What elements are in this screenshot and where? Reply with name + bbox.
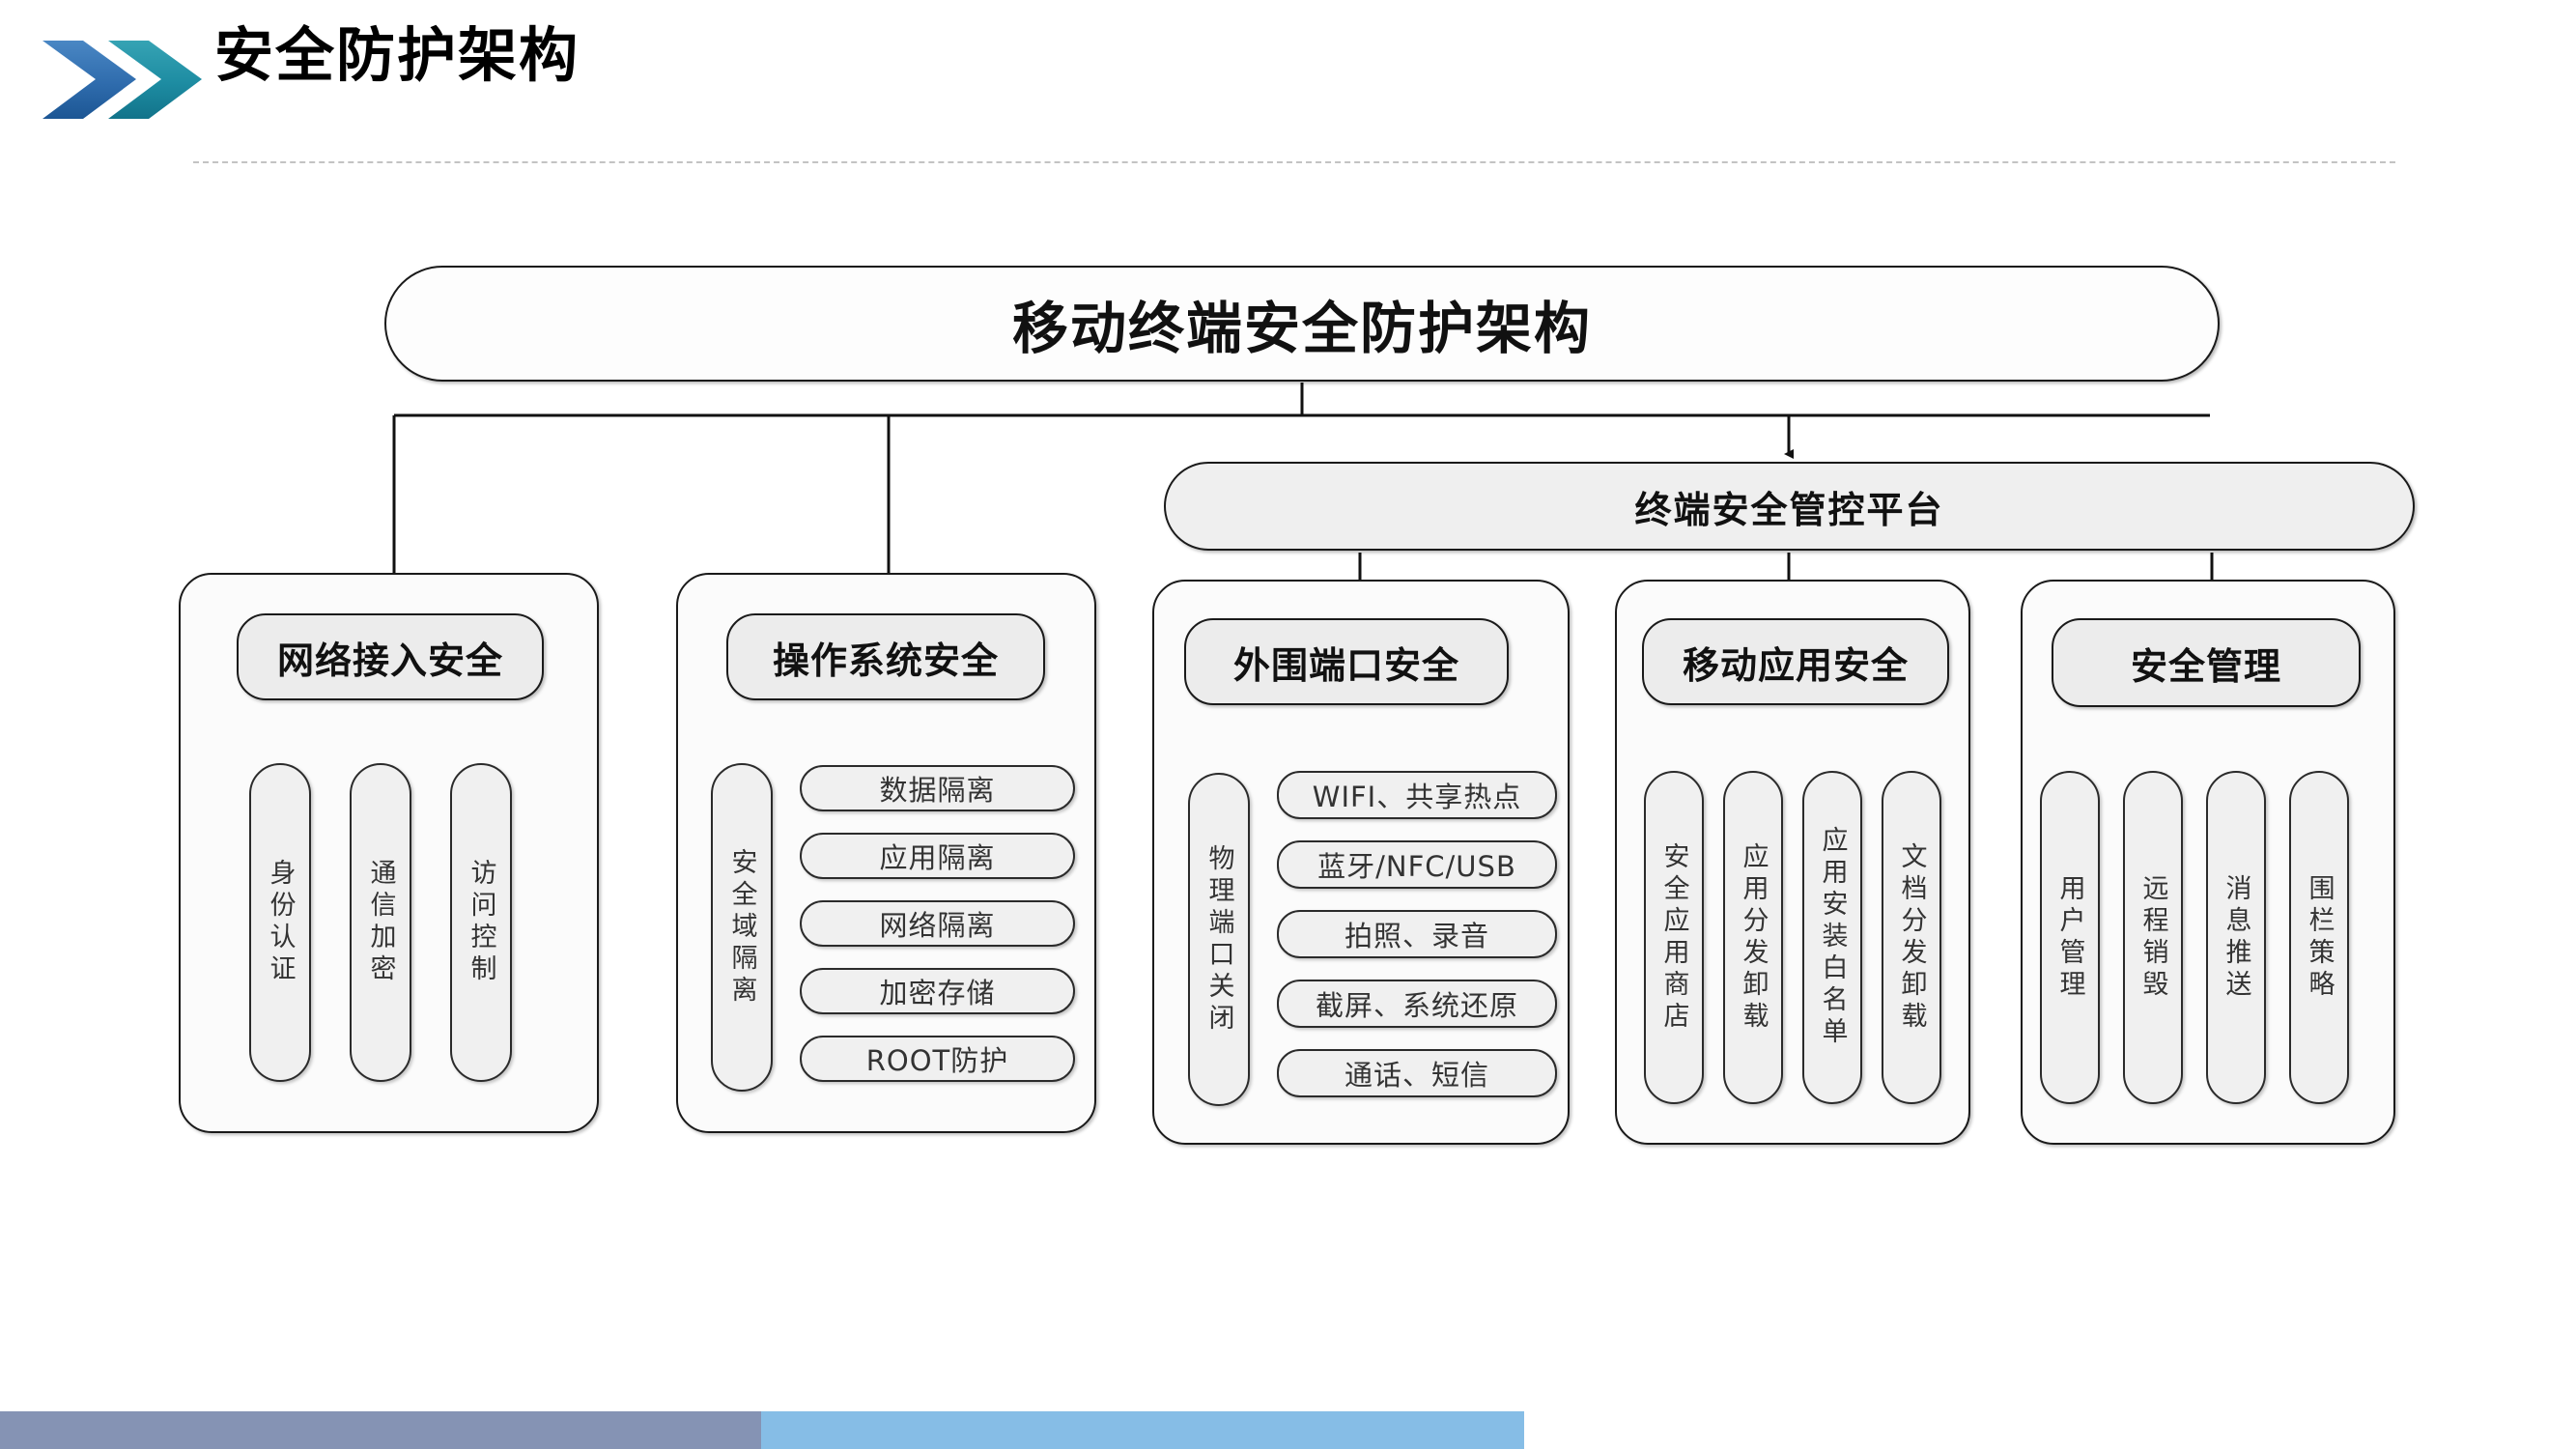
item-geofence-policy[interactable]: 围栏策略 [2289, 771, 2349, 1104]
item-label: 数据隔离 [879, 774, 996, 807]
item-label: 文档分发卸载 [1896, 841, 1927, 1034]
root-node-label: 移动终端安全防护架构 [1011, 296, 1592, 361]
column-header-mobile-app-security[interactable]: 移动应用安全 [1642, 618, 1949, 705]
item-label: 通话、短信 [1344, 1059, 1489, 1092]
item-label: 网络隔离 [879, 909, 996, 942]
column-header-label: 网络接入安全 [276, 639, 503, 682]
platform-node: 终端安全管控平台 [1164, 462, 2415, 551]
column-header-network-access-security[interactable]: 网络接入安全 [237, 613, 544, 700]
item-label: 通信加密 [365, 859, 396, 986]
item-screenshot-system-restore[interactable]: 截屏、系统还原 [1277, 980, 1557, 1028]
item-document-distribution-uninstall[interactable]: 文档分发卸载 [1882, 771, 1941, 1104]
item-access-control[interactable]: 访问控制 [450, 763, 512, 1082]
item-label: 加密存储 [879, 977, 996, 1009]
item-photo-recording[interactable]: 拍照、录音 [1277, 910, 1557, 958]
column-header-security-management[interactable]: 安全管理 [2052, 618, 2361, 707]
item-label: 物理端口关闭 [1203, 843, 1234, 1036]
item-label: ROOT防护 [865, 1044, 1009, 1077]
item-label: 消息推送 [2221, 873, 2251, 1002]
item-remote-wipe[interactable]: 远程销毁 [2123, 771, 2183, 1104]
platform-node-label: 终端安全管控平台 [1634, 488, 1944, 531]
item-label: 身份认证 [265, 859, 296, 986]
item-call-sms[interactable]: 通话、短信 [1277, 1049, 1557, 1097]
column-header-label: 安全管理 [2130, 644, 2281, 688]
item-communication-encryption[interactable]: 通信加密 [350, 763, 411, 1082]
item-label: 截屏、系统还原 [1315, 989, 1518, 1022]
item-root-protection[interactable]: ROOT防护 [800, 1036, 1075, 1082]
column-header-os-security[interactable]: 操作系统安全 [726, 613, 1045, 700]
item-app-install-whitelist[interactable]: 应用安装白名单 [1802, 771, 1862, 1104]
item-network-isolation[interactable]: 网络隔离 [800, 900, 1075, 947]
item-data-isolation[interactable]: 数据隔离 [800, 765, 1075, 811]
item-label: 蓝牙/NFC/USB [1317, 850, 1516, 883]
item-secure-app-store[interactable]: 安全应用商店 [1644, 771, 1704, 1104]
item-app-distribution-uninstall[interactable]: 应用分发卸载 [1723, 771, 1783, 1104]
footer-bar-left [0, 1411, 761, 1449]
item-user-management[interactable]: 用户管理 [2040, 771, 2100, 1104]
double-chevron-logo [39, 39, 222, 121]
chevron-right-icon [39, 39, 140, 121]
column-header-label: 移动应用安全 [1682, 643, 1909, 687]
item-label: 应用安装白名单 [1817, 826, 1848, 1049]
item-label: 安全应用商店 [1658, 841, 1689, 1034]
item-message-push[interactable]: 消息推送 [2206, 771, 2266, 1104]
header-divider [193, 161, 2395, 163]
column-header-label: 操作系统安全 [772, 639, 999, 682]
item-encrypted-storage[interactable]: 加密存储 [800, 968, 1075, 1014]
chevron-right-icon [104, 39, 206, 121]
item-label: 应用分发卸载 [1738, 841, 1769, 1034]
item-label: 拍照、录音 [1344, 920, 1489, 952]
item-label: WIFI、共享热点 [1312, 781, 1522, 813]
item-bluetooth-nfc-usb[interactable]: 蓝牙/NFC/USB [1277, 840, 1557, 889]
item-label: 远程销毁 [2137, 873, 2168, 1002]
item-app-isolation[interactable]: 应用隔离 [800, 833, 1075, 879]
item-label: 用户管理 [2054, 873, 2085, 1002]
page-header: 安全防护架构 [0, 0, 2576, 169]
item-physical-port-shutdown[interactable]: 物理端口关闭 [1188, 773, 1250, 1106]
item-label: 访问控制 [466, 859, 496, 986]
page-title: 安全防护架构 [214, 21, 580, 90]
root-node: 移动终端安全防护架构 [384, 266, 2220, 382]
item-label: 应用隔离 [879, 841, 996, 874]
column-header-label: 外围端口安全 [1232, 643, 1459, 687]
item-wifi-hotspot[interactable]: WIFI、共享热点 [1277, 771, 1557, 819]
item-identity-authentication[interactable]: 身份认证 [249, 763, 311, 1082]
footer-bar-right [761, 1411, 1524, 1449]
item-security-domain-isolation[interactable]: 安全域隔离 [711, 763, 773, 1092]
column-header-peripheral-port-security[interactable]: 外围端口安全 [1184, 618, 1509, 705]
item-label: 围栏策略 [2304, 873, 2335, 1002]
item-label: 安全域隔离 [726, 847, 757, 1008]
